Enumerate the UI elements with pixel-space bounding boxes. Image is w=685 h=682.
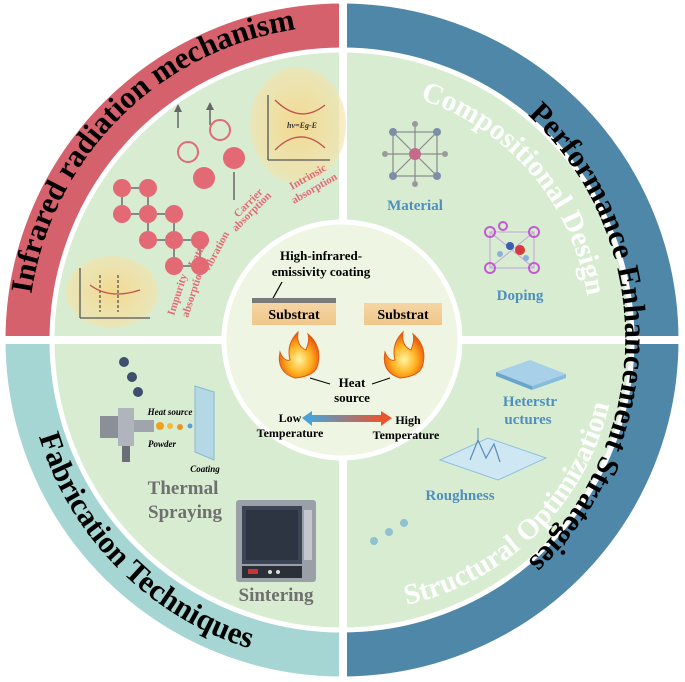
heterostructure-icon: [496, 360, 566, 390]
low-temp-line2: Temperature: [257, 426, 324, 440]
temperature-gradient-bar: [310, 415, 382, 422]
heat-label-line1: Heat: [339, 375, 366, 390]
coating-label-line1: High-infrared-: [280, 248, 362, 263]
low-temp-line1: Low: [279, 411, 302, 425]
substrat-left-box: [252, 303, 336, 325]
roughness-label: Roughness: [425, 488, 494, 504]
heterostructures-label-line2: uctures: [504, 412, 551, 428]
doping-label: Doping: [497, 288, 544, 304]
inner-ring-border: [49, 47, 635, 633]
fire-right-icon: [383, 330, 425, 379]
structural-panel: Heterstr uctures Roughness: [370, 360, 566, 545]
impurity-band-blob: [66, 256, 158, 328]
center-panel: High-infrared- emissivity coating Substr…: [252, 248, 442, 442]
coating-pointer: [271, 281, 283, 301]
fabrication-panel: Heat source Powder Coating Thermal Spray…: [100, 357, 316, 606]
material-crystal-icon: [382, 121, 448, 187]
high-temp-line1: High: [395, 413, 421, 427]
substrat-left-label: Substrat: [268, 308, 320, 323]
more-dots-icon: [370, 519, 408, 545]
powder-label: Powder: [148, 439, 176, 449]
substrat-right-box: [364, 303, 442, 325]
heat-pointer-left: [309, 377, 331, 385]
material-label: Material: [387, 198, 443, 214]
coating-substrate-plate: [194, 385, 215, 461]
band-diagram-icon: [267, 95, 330, 161]
spraying-label: Spraying: [148, 502, 222, 523]
impurity-diagram-icon: [79, 268, 150, 319]
lattice-icon: [113, 179, 209, 275]
heat-pointer-right: [371, 377, 391, 385]
sintering-furnace-icon: [236, 500, 316, 582]
sintering-label: Sintering: [239, 585, 314, 606]
heterostructures-label-line1: Heterstr: [503, 394, 557, 410]
coating-small-label: Coating: [190, 464, 220, 474]
carrier-circles-icon: [174, 102, 245, 200]
ellipsis-dots-icon: [119, 357, 143, 397]
fire-left-icon: [278, 330, 320, 379]
high-temp-line2: Temperature: [373, 428, 440, 442]
spray-gun-icon: [100, 408, 200, 462]
temperature-arrow-right: [381, 411, 392, 426]
band-formula: hν=Eg-E: [287, 121, 317, 130]
coating-label-line2: emissivity coating: [272, 264, 371, 279]
doping-crystal-icon: [484, 221, 540, 274]
heat-label-line2: source: [334, 390, 370, 405]
temperature-arrow-left: [302, 411, 312, 426]
roughness-surface-icon: [438, 428, 548, 481]
substrat-right-label: Substrat: [377, 308, 429, 323]
compositional-panel: Material Doping: [382, 121, 544, 304]
center-disk: [221, 219, 463, 461]
thermal-label: Thermal: [148, 478, 219, 499]
intrinsic-band-blob: [250, 67, 346, 183]
coating-layer: [252, 298, 336, 303]
heat-source-small-label: Heat source: [147, 407, 193, 417]
